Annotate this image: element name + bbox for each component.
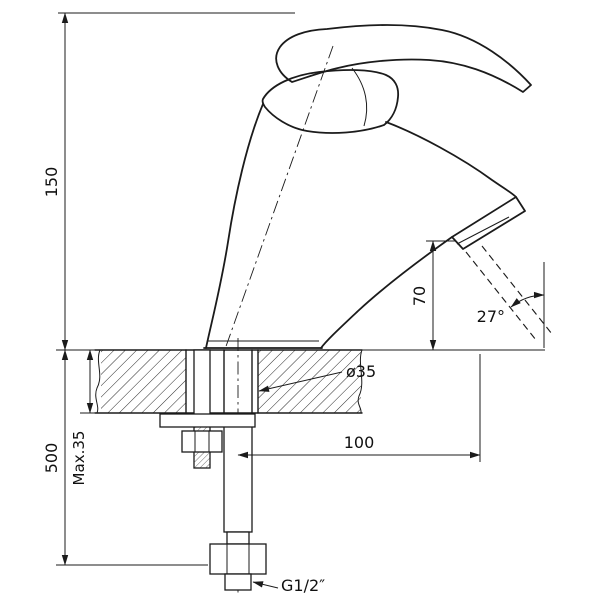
spout-under-edge <box>320 236 453 349</box>
dimension-70: 70 <box>410 240 456 351</box>
dimension-150: 150 <box>42 12 295 351</box>
deck-break-line-right <box>357 349 363 414</box>
deck-break-line-left <box>95 349 101 414</box>
mounting-hardware <box>159 349 267 591</box>
dimension-label-max35: Max.35 <box>70 431 88 486</box>
dimension-500: 500 <box>42 349 208 566</box>
hose-connector <box>226 531 250 545</box>
dimension-label-150: 150 <box>42 167 61 198</box>
body-axis-centerline <box>223 45 334 353</box>
angle-label: 27° <box>477 307 505 326</box>
dimension-100: 100 <box>237 354 481 462</box>
dimension-label-500: 500 <box>42 443 61 474</box>
cartridge-cap <box>261 69 400 134</box>
dimension-label-100: 100 <box>344 433 375 452</box>
cap-seam-line <box>351 67 368 127</box>
leader-line-thread <box>252 581 279 589</box>
deck-section <box>56 349 545 414</box>
leader-line-dia35 <box>258 371 343 392</box>
supply-hose-braid <box>223 413 253 533</box>
aerator <box>451 196 526 250</box>
angle-arc <box>510 291 545 308</box>
aerator-inner-line <box>456 216 510 245</box>
dimension-label-dia35: ø35 <box>346 362 376 381</box>
water-stream-line-1 <box>465 251 537 341</box>
hose-end-nut <box>209 543 267 575</box>
handle-lever <box>275 24 532 93</box>
water-stream-line-2 <box>481 245 553 335</box>
deck-hatch-left <box>101 350 186 413</box>
water-stream-group: 27° <box>465 245 553 348</box>
thread-stub <box>224 573 252 591</box>
faucet-body-group <box>203 24 532 349</box>
deck-hatch-right <box>258 350 361 413</box>
spout-upper-edge <box>385 121 517 198</box>
body-left-edge <box>205 103 264 349</box>
dimension-max35: Max.35 <box>70 349 94 486</box>
mounting-washer <box>159 413 256 428</box>
stud-nut <box>181 430 223 453</box>
dimension-label-70: 70 <box>410 286 429 306</box>
callout-hole-diameter: ø35 <box>258 362 376 392</box>
callout-thread-size: G1/2″ <box>252 576 325 595</box>
dimension-label-thread: G1/2″ <box>281 576 325 595</box>
